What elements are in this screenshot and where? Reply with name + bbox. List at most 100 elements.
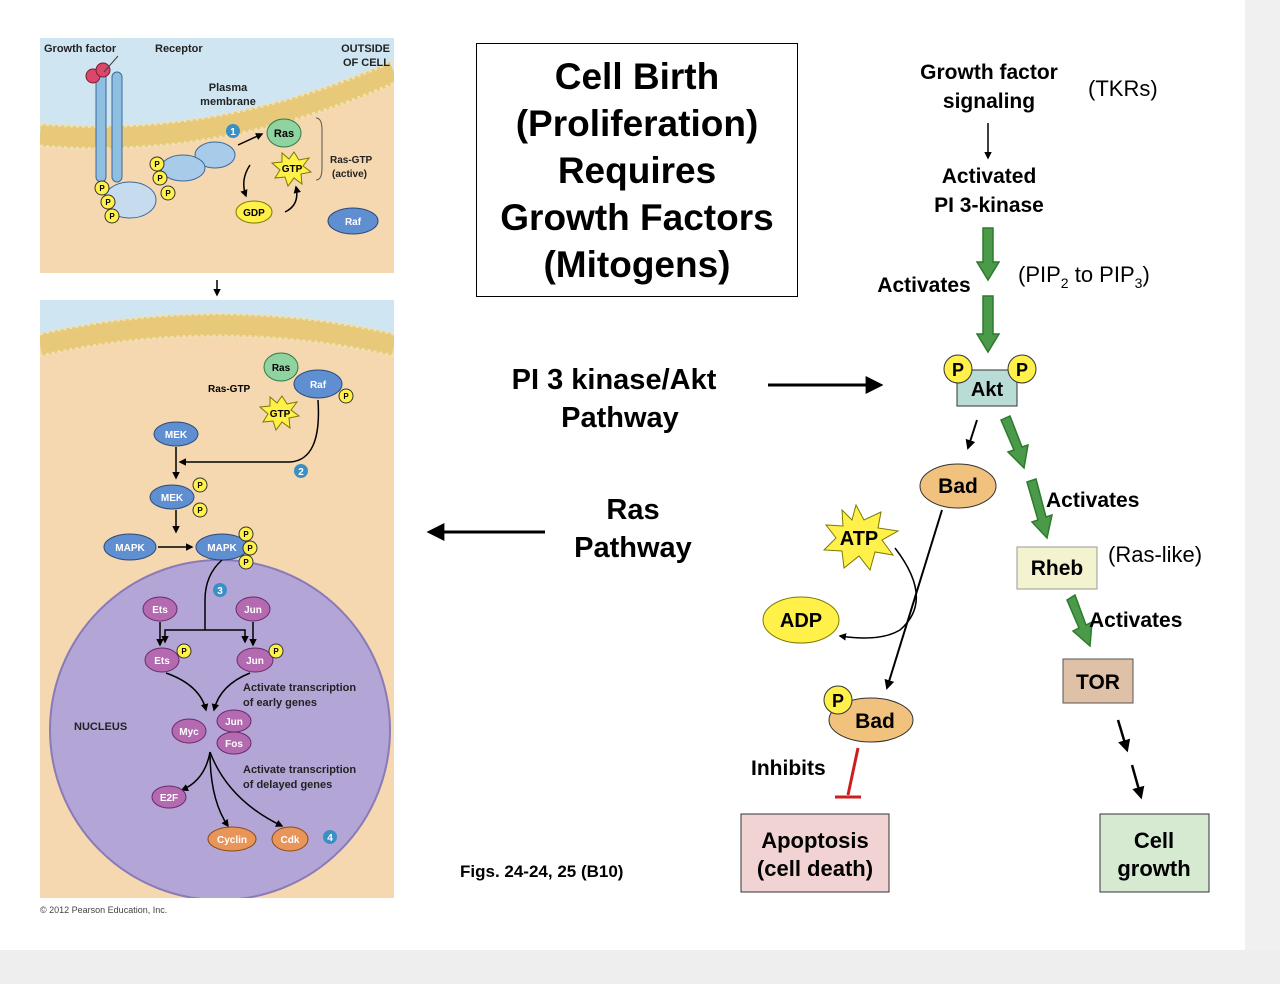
svg-text:P: P: [181, 647, 187, 656]
svg-text:growth: growth: [1117, 856, 1190, 881]
svg-text:MAPK: MAPK: [207, 543, 237, 554]
akt-label: Akt: [971, 379, 1004, 401]
inhibits-label: Inhibits: [751, 757, 826, 780]
apoptosis-box: [740, 813, 890, 893]
slide-title: Cell Birth (Proliferation) Requires Grow…: [500, 55, 774, 285]
svg-text:P: P: [157, 174, 163, 183]
ras-like-label: (Ras-like): [1108, 542, 1202, 567]
svg-text:P: P: [197, 506, 203, 515]
bottom-bar: [0, 950, 1280, 984]
svg-text:4: 4: [327, 833, 333, 844]
green-arrow-pi3k: [975, 227, 1001, 282]
phospho-bad-label: Bad: [855, 710, 895, 733]
svg-text:2: 2: [298, 467, 304, 478]
activates-rheb-label: Activates: [1046, 489, 1139, 512]
green-arrow-rheb: [1000, 414, 1029, 470]
svg-text:of early genes: of early genes: [243, 697, 317, 709]
svg-text:Ras-GTP: Ras-GTP: [330, 155, 373, 166]
svg-text:P: P: [952, 360, 964, 380]
svg-text:MEK: MEK: [161, 493, 184, 504]
myc-label: Myc: [179, 727, 199, 738]
svg-text:P: P: [197, 481, 203, 490]
mapk-label: MAPK: [115, 543, 145, 554]
svg-text:signaling: signaling: [943, 90, 1035, 113]
svg-text:(active): (active): [332, 169, 367, 180]
svg-text:PI 3-kinase: PI 3-kinase: [934, 194, 1044, 217]
ras-pathway-label: Ras: [606, 494, 659, 526]
top-panel: P P P P P P 1 Ras GTP GDP Raf Growth fac…: [40, 38, 394, 273]
svg-text:Raf: Raf: [310, 380, 327, 391]
atp-star: [822, 503, 900, 572]
svg-text:P: P: [243, 530, 249, 539]
svg-text:P: P: [1016, 360, 1028, 380]
plasma-membrane-label: Plasma: [209, 82, 248, 94]
cell-growth-label: Cell: [1134, 828, 1174, 853]
rheb-label: Rheb: [1031, 557, 1084, 580]
svg-text:P: P: [165, 189, 171, 198]
cyclin-label: Cyclin: [217, 835, 247, 846]
green-arrow-akt: [975, 295, 1001, 354]
phospho-bad-node: [828, 697, 914, 743]
activated-pi3k: Activated: [942, 165, 1037, 188]
activates-label: Activates: [877, 274, 970, 297]
cdk-label: Cdk: [281, 835, 300, 846]
svg-text:Ras-GTP: Ras-GTP: [208, 384, 251, 395]
svg-text:GTP: GTP: [270, 409, 291, 420]
adp-label: ADP: [780, 610, 822, 632]
svg-text:P: P: [99, 184, 105, 193]
bottom-panel: Ras Raf P GTP Ras-GTP MEK 2 MEK P P MAPK…: [40, 300, 394, 898]
receptor-label: Receptor: [155, 43, 203, 55]
e2f-label: E2F: [160, 793, 178, 804]
svg-text:P: P: [105, 198, 111, 207]
svg-text:Ras: Ras: [272, 363, 291, 374]
rheb-node: [1016, 546, 1098, 590]
svg-text:Activate transcription: Activate transcription: [243, 682, 356, 694]
inhibit-line: [846, 747, 860, 796]
svg-text:Ets: Ets: [154, 656, 170, 667]
svg-text:P: P: [343, 392, 349, 401]
outside-label: OUTSIDE: [341, 43, 390, 55]
copyright: © 2012 Pearson Education, Inc.: [40, 905, 167, 915]
svg-text:P: P: [832, 691, 844, 711]
svg-text:membrane: membrane: [200, 96, 256, 108]
svg-text:P: P: [154, 160, 160, 169]
atp-label: ATP: [840, 528, 879, 550]
jun-label: Jun: [244, 605, 262, 616]
tor-node: [1062, 658, 1134, 704]
raf-label: Raf: [345, 217, 362, 228]
tor-label: TOR: [1076, 671, 1120, 694]
svg-text:P: P: [273, 647, 279, 656]
svg-text:Jun: Jun: [246, 656, 264, 667]
nucleus-label: NUCLEUS: [74, 721, 127, 733]
gtp-label: GTP: [282, 164, 303, 175]
apoptosis-label: Apoptosis: [761, 828, 869, 853]
tkrs-label: (TKRs): [1088, 76, 1158, 101]
activates-tor-label: Activates: [1089, 609, 1182, 632]
svg-text:3: 3: [217, 586, 223, 597]
fos-label: Fos: [225, 739, 243, 750]
title-box: Cell Birth (Proliferation) Requires Grow…: [476, 43, 798, 297]
svg-text:(cell death): (cell death): [757, 856, 873, 881]
svg-text:OF CELL: OF CELL: [343, 57, 390, 69]
svg-text:P: P: [247, 544, 253, 553]
svg-text:of delayed genes: of delayed genes: [243, 779, 332, 791]
svg-text:Activate transcription: Activate transcription: [243, 764, 356, 776]
gdp-label: GDP: [243, 208, 265, 219]
pip-label: (PIP2 to PIP3): [1018, 262, 1150, 291]
cell-growth-box: [1099, 813, 1210, 893]
mek-label: MEK: [165, 430, 188, 441]
bad-node: [919, 463, 997, 509]
svg-text:Jun: Jun: [225, 717, 243, 728]
bad-label: Bad: [938, 475, 978, 498]
adp-node: [762, 596, 840, 644]
growth-factor-signaling: Growth factor: [920, 61, 1058, 84]
svg-text:P: P: [243, 558, 249, 567]
ets-label: Ets: [152, 605, 168, 616]
svg-text:Pathway: Pathway: [561, 402, 679, 434]
ras-node: [266, 118, 302, 148]
svg-text:P: P: [109, 212, 115, 221]
svg-text:Pathway: Pathway: [574, 532, 692, 564]
svg-text:1: 1: [230, 127, 236, 138]
pi3k-pathway-label: PI 3 kinase/Akt: [512, 364, 717, 396]
